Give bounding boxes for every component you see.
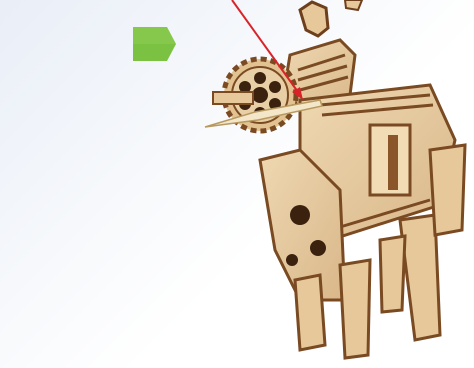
rear-block xyxy=(430,145,465,235)
leg-front xyxy=(295,275,325,350)
chest-hole xyxy=(290,205,310,225)
leg-rear-2 xyxy=(380,236,405,312)
leg-middle xyxy=(340,260,370,358)
saddle-post xyxy=(388,135,398,190)
corner-piece xyxy=(345,0,362,10)
top-piece xyxy=(300,2,328,36)
chest-hole xyxy=(310,240,326,256)
pin-holder xyxy=(213,92,253,104)
chest-hole xyxy=(286,254,298,266)
